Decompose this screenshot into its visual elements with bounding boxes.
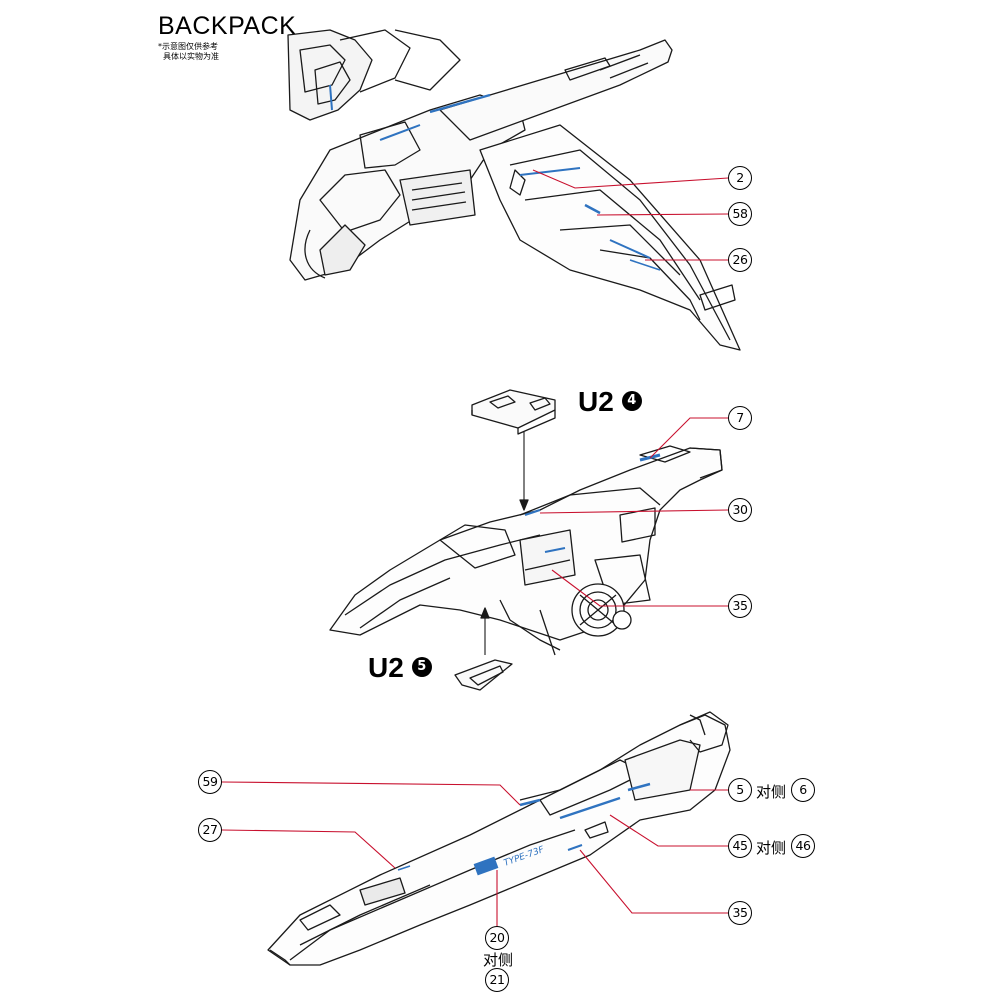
callout-part-21: 21 <box>485 968 509 992</box>
disclaimer-line-2: 具体以实物为准 <box>163 52 219 61</box>
callout-part-2: 2 <box>728 166 752 190</box>
callout-part-46: 46 <box>791 834 815 858</box>
callout-part-58: 58 <box>728 202 752 226</box>
u2-runner-label: U2 <box>578 386 614 417</box>
bottom-fin-illustration <box>267 711 731 966</box>
bottom-leader-lines <box>221 781 728 930</box>
callout-part-30: 30 <box>728 498 752 522</box>
part-number-badge-4: 4 <box>621 390 642 411</box>
callout-part-26: 26 <box>728 248 752 272</box>
opposite-side-label: 对侧 <box>756 839 787 857</box>
u2-part-5-label: U2 5 <box>368 652 432 684</box>
callout-part-45: 45 <box>728 834 752 858</box>
middle-leader-lines <box>539 417 729 607</box>
callout-part-59: 59 <box>198 770 222 794</box>
middle-assembly-illustration <box>329 389 723 691</box>
page-title: BACKPACK <box>158 12 297 40</box>
callout-part-5: 5 <box>728 778 752 802</box>
callout-part-20: 20 <box>485 926 509 950</box>
u2-part-4-label: U2 4 <box>578 386 642 418</box>
opposite-side-label: 对侧 <box>483 951 514 969</box>
callout-part-27: 27 <box>198 818 222 842</box>
callout-part-35-middle: 35 <box>728 594 752 618</box>
callout-part-35-bottom: 35 <box>728 901 752 925</box>
callout-part-7: 7 <box>728 406 752 430</box>
callout-part-6: 6 <box>791 778 815 802</box>
disclaimer-line-1: *示意图仅供参考 <box>158 42 218 51</box>
u2-runner-label: U2 <box>368 652 404 683</box>
opposite-side-label: 对侧 <box>756 783 787 801</box>
top-leader-lines <box>532 169 729 261</box>
top-backpack-illustration <box>287 29 741 351</box>
part-number-badge-5: 5 <box>411 656 432 677</box>
